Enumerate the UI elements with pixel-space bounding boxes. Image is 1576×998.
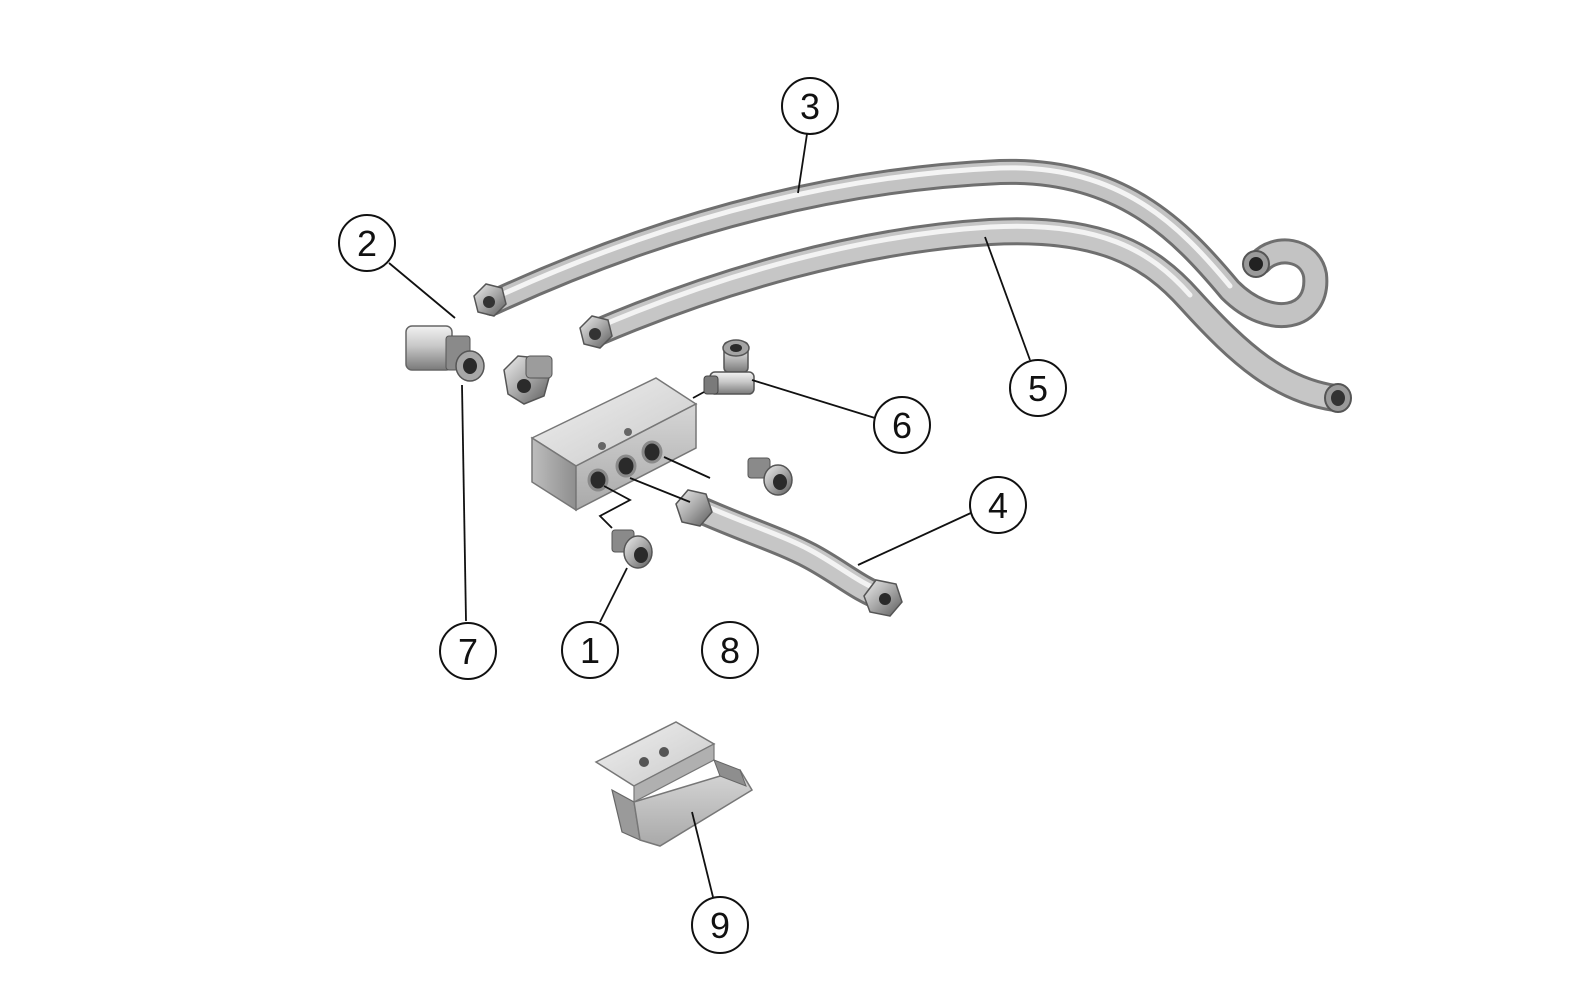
leader-3 [797, 133, 808, 194]
bracket-9 [594, 721, 754, 847]
tube-4 [675, 489, 903, 617]
adapter-fitting-7 [405, 325, 485, 382]
callout-6-label: 6 [892, 405, 912, 446]
leader-2 [388, 262, 456, 319]
tube-3 [473, 158, 1329, 328]
callout-3-label: 3 [800, 86, 820, 127]
callout-4-label: 4 [988, 485, 1008, 526]
callout-6: 6 [873, 396, 931, 454]
leader-6 [751, 379, 876, 419]
elbow-fitting-6 [703, 339, 755, 395]
leader-1 [599, 567, 628, 623]
plug-fitting-1 [611, 529, 653, 569]
leader-8a [663, 456, 711, 479]
leader-7 [461, 384, 467, 622]
callout-4: 4 [969, 476, 1027, 534]
loose-nut [503, 355, 553, 405]
tube-3-hook-end [1242, 250, 1270, 278]
tube-5 [579, 217, 1352, 413]
leader-8c [598, 485, 632, 529]
leader-4 [857, 511, 974, 566]
leader-5 [984, 236, 1031, 361]
tube-5-nut [579, 315, 613, 349]
callout-9-label: 9 [710, 905, 730, 946]
leader-8b [629, 477, 691, 503]
callout-1: 1 [561, 621, 619, 679]
tube-5-end [1324, 383, 1352, 413]
leader-6b [692, 391, 705, 399]
callout-7-label: 7 [458, 631, 478, 672]
callout-8-label: 8 [720, 630, 740, 671]
manifold-block-8 [530, 377, 698, 512]
leader-9 [691, 811, 714, 898]
plug-fitting-right [747, 457, 793, 496]
callout-8: 8 [701, 621, 759, 679]
callout-2: 2 [338, 214, 396, 272]
callout-9: 9 [691, 896, 749, 954]
tube-3-nut [473, 283, 507, 317]
callout-5: 5 [1009, 359, 1067, 417]
callout-1-label: 1 [580, 630, 600, 671]
callout-2-label: 2 [357, 223, 377, 264]
callout-3: 3 [781, 77, 839, 135]
leader-lines [388, 133, 1031, 898]
callout-5-label: 5 [1028, 368, 1048, 409]
callout-7: 7 [439, 622, 497, 680]
